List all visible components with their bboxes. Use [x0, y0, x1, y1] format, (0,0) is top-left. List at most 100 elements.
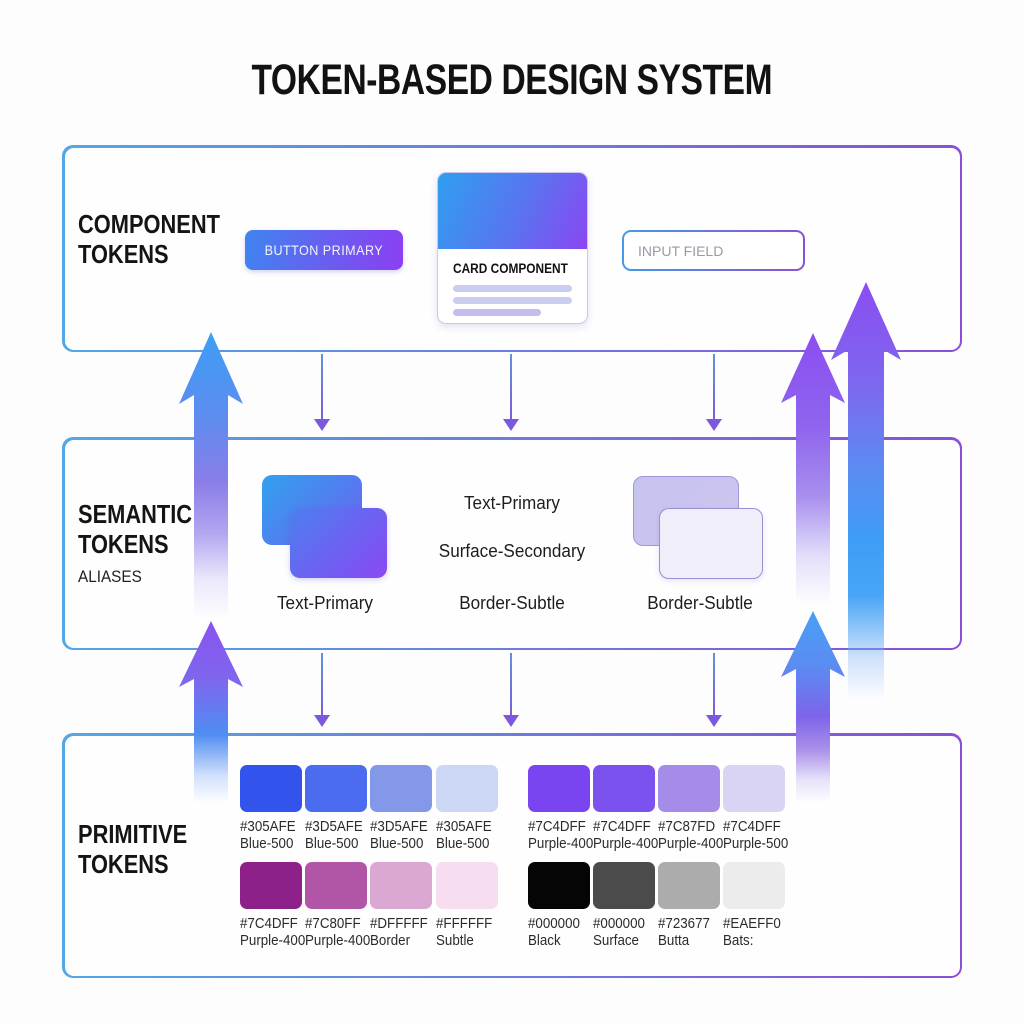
primary-button-sample[interactable]: BUTTON PRIMARY: [245, 230, 403, 270]
color-swatch: [593, 862, 655, 909]
swatch-cell: #7C4DFF Purple-400: [528, 765, 594, 852]
aliases-subheading: ALIASES: [78, 567, 142, 586]
color-swatch: [240, 862, 302, 909]
swatch-hex-label: #3D5AFE: [305, 819, 363, 835]
card-component-sample: CARD COMPONENT: [437, 172, 588, 324]
semantic-right-caption: Border-Subtle: [647, 593, 753, 613]
semantic-alias-item: Text-Primary: [464, 493, 560, 513]
swatch-name-label: Black: [528, 932, 561, 949]
color-swatch: [240, 765, 302, 812]
down-arrow-icon: [503, 653, 519, 727]
down-arrow-icon: [706, 354, 722, 431]
swatch-cell: #7C4DFF Purple-500: [723, 765, 789, 852]
swatch-hex-label: #7C4DFF: [528, 819, 586, 835]
down-arrow-icon: [706, 653, 722, 727]
color-swatch: [436, 862, 498, 909]
primary-button-label: BUTTON PRIMARY: [264, 242, 384, 258]
swatch-hex-label: #305AFE: [436, 819, 492, 835]
swatch-cell: #3D5AFE Blue-500: [370, 765, 434, 852]
component-heading-line1: COMPONENT: [78, 209, 220, 239]
swatch-hex-label: #000000: [528, 916, 580, 932]
swatch-name-label: Blue-500: [436, 835, 490, 852]
semantic-left-caption: Text-Primary: [277, 593, 373, 613]
swatch-hex-label: #7C4DFF: [593, 819, 651, 835]
swatch-name-label: Subtle: [436, 932, 474, 949]
swatch-hex-label: #7C4DFF: [723, 819, 781, 835]
card-title: CARD COMPONENT: [453, 261, 568, 276]
swatch-name-label: Blue-500: [305, 835, 359, 852]
card-text-line: [453, 297, 572, 304]
swatch-name-label: Purple-400: [593, 835, 659, 852]
swatch-hex-label: #7C87FD: [658, 819, 716, 835]
page-title-text: TOKEN-BASED DESIGN SYSTEM: [251, 56, 773, 104]
swatch-name-label: Purple-400: [305, 932, 371, 949]
swatch-hex-label: #7C80FF: [305, 916, 361, 932]
swatch-cell: #EAEFF0 Bats:: [723, 862, 787, 949]
swatch-cell: #305AFE Blue-500: [240, 765, 304, 852]
swatch-name-label: Purple-400: [240, 932, 306, 949]
color-swatch: [370, 765, 432, 812]
input-field[interactable]: [624, 232, 803, 269]
swatch-hex-label: #DFFFFF: [370, 916, 428, 932]
swatch-cell: #7C87FD Purple-400: [658, 765, 724, 852]
swatch-cell: #DFFFFF Border: [370, 862, 434, 949]
swatch-hex-label: #7C4DFF: [240, 916, 298, 932]
semantic-alias-item: Border-Subtle: [459, 593, 565, 613]
swatch-name-label: Border: [370, 932, 411, 949]
primitive-heading-line1: PRIMITIVE: [78, 819, 188, 849]
swatch-cell: #000000 Black: [528, 862, 592, 949]
color-swatch: [436, 765, 498, 812]
swatch-name-label: Purple-400: [658, 835, 724, 852]
swatch-name-label: Butta: [658, 932, 690, 949]
card-text-line: [453, 285, 572, 292]
swatch-hex-label: #305AFE: [240, 819, 296, 835]
color-swatch: [528, 862, 590, 909]
swatch-name-label: Surface: [593, 932, 639, 949]
semantic-heading-line1: SEMANTIC: [78, 499, 193, 529]
page-title: TOKEN-BASED DESIGN SYSTEM: [0, 56, 1024, 105]
color-swatch: [658, 765, 720, 812]
swatch-name-label: Blue-500: [240, 835, 294, 852]
color-swatch: [528, 765, 590, 812]
card-text-line: [453, 309, 541, 316]
color-swatch: [593, 765, 655, 812]
color-swatch: [723, 765, 785, 812]
swatch-name-label: Purple-400: [528, 835, 594, 852]
down-arrow-icon: [503, 354, 519, 431]
swatch-hex-label: #EAEFF0: [723, 916, 781, 932]
color-swatch: [305, 765, 367, 812]
swatch-hex-label: #723677: [658, 916, 710, 932]
swatch-cell: #305AFE Blue-500: [436, 765, 500, 852]
swatch-cell: #7C4DFF Purple-400: [593, 765, 659, 852]
swatch-hex-label: #FFFFFF: [436, 916, 493, 932]
card-header-gradient: [438, 173, 587, 249]
down-arrow-icon: [314, 653, 330, 727]
down-arrow-icon: [314, 354, 330, 431]
swatch-cell: #FFFFFF Subtle: [436, 862, 500, 949]
input-field-sample: [622, 230, 805, 271]
swatch-cell: #723677 Butta: [658, 862, 722, 949]
swatch-hex-label: #000000: [593, 916, 645, 932]
primitive-heading-line2: TOKENS: [78, 849, 169, 879]
color-swatch: [658, 862, 720, 909]
color-swatch: [370, 862, 432, 909]
border-subtle-card-front: [659, 508, 763, 579]
swatch-name-label: Bats:: [723, 932, 754, 949]
swatch-cell: #000000 Surface: [593, 862, 657, 949]
semantic-alias-item: Surface-Secondary: [438, 541, 586, 561]
swatch-hex-label: #3D5AFE: [370, 819, 428, 835]
swatch-cell: #7C4DFF Purple-400: [240, 862, 306, 949]
semantic-heading-line2: TOKENS: [78, 529, 169, 559]
swatch-name-label: Purple-500: [723, 835, 789, 852]
swatch-name-label: Blue-500: [370, 835, 424, 852]
swatch-cell: #3D5AFE Blue-500: [305, 765, 369, 852]
color-swatch: [723, 862, 785, 909]
component-heading-line2: TOKENS: [78, 239, 169, 269]
semantic-swatch-card-front: [290, 508, 387, 578]
color-swatch: [305, 862, 367, 909]
